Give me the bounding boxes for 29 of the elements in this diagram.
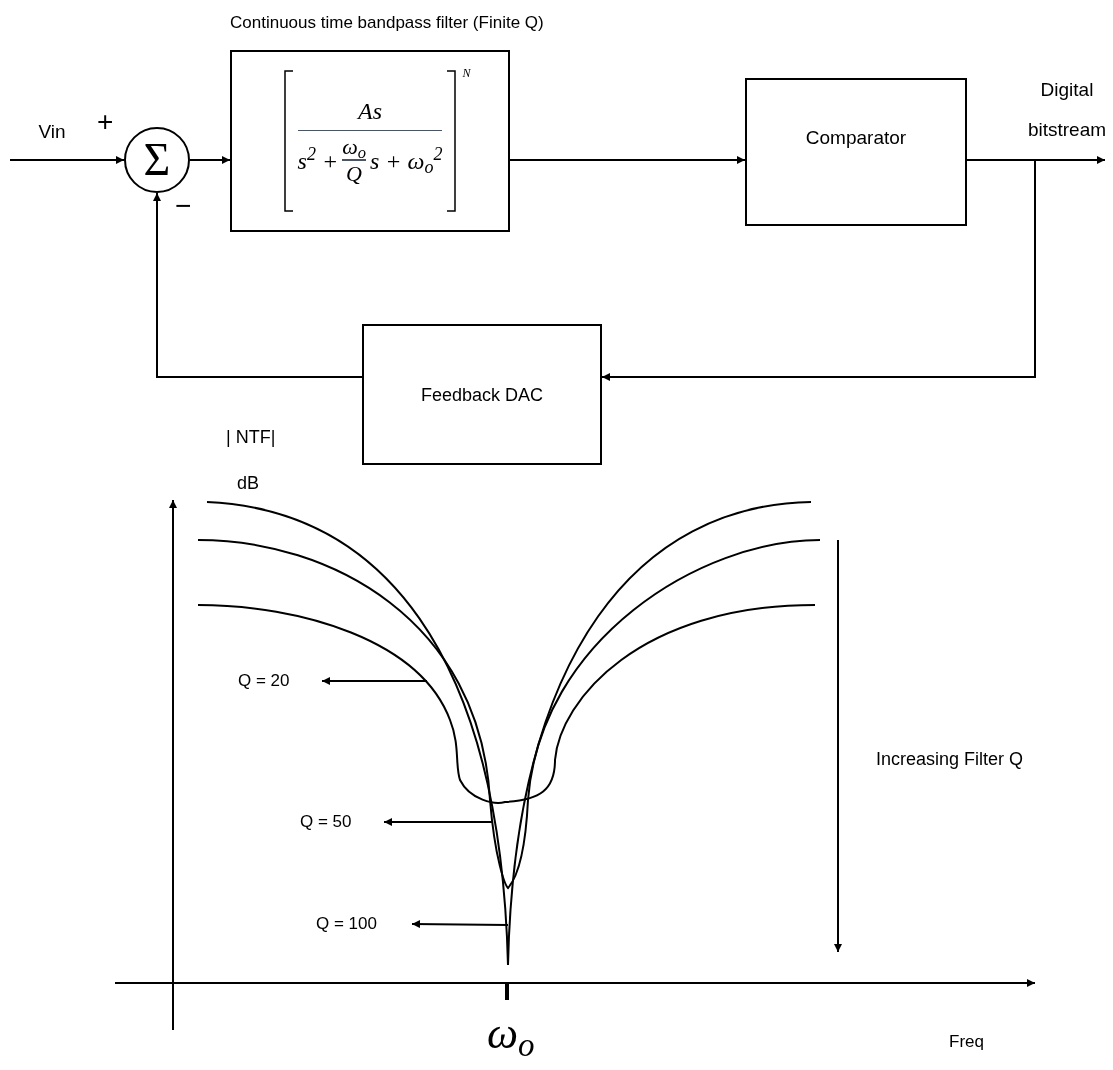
block-label: Comparator bbox=[805, 128, 907, 147]
q-value-label: Q = 100 bbox=[316, 911, 412, 937]
sigma-symbol: Σ bbox=[143, 137, 171, 183]
comparator-block bbox=[745, 78, 967, 226]
signal-arrow bbox=[509, 156, 746, 164]
formula-text: ω$_{o}$ bbox=[342, 135, 366, 159]
leader-arrow bbox=[321, 677, 428, 685]
minus-sign: − bbox=[175, 192, 192, 220]
filter-title: Continuous time bandpass filter (Finite Q) bbox=[230, 12, 544, 34]
axis-label: dB bbox=[237, 474, 260, 492]
leader-arrow bbox=[383, 818, 493, 826]
tick-label: ω$_{o}$ bbox=[487, 1012, 535, 1056]
signal-arrow bbox=[601, 159, 1036, 381]
axis-label: Freq bbox=[949, 1033, 984, 1050]
formula-text: s$^{2}$ + bbox=[297, 142, 339, 176]
signal-arrow bbox=[189, 156, 231, 164]
axis-label: | NTF| bbox=[226, 428, 276, 446]
signal-arrow bbox=[153, 192, 363, 378]
plus-sign: + bbox=[97, 108, 114, 136]
q-value-label: Q = 20 bbox=[238, 668, 322, 694]
block-label: Feedback DAC bbox=[420, 385, 544, 404]
direction-label: Increasing Filter Q bbox=[876, 750, 1024, 768]
dac-block bbox=[362, 324, 602, 465]
signal-arrow bbox=[9, 156, 125, 164]
formula-exponent: N bbox=[462, 65, 471, 82]
formula-text: Q bbox=[346, 160, 362, 187]
formula-text: As bbox=[358, 96, 382, 126]
q-value-label: Q = 50 bbox=[300, 809, 384, 835]
leader-arrow bbox=[411, 920, 509, 929]
